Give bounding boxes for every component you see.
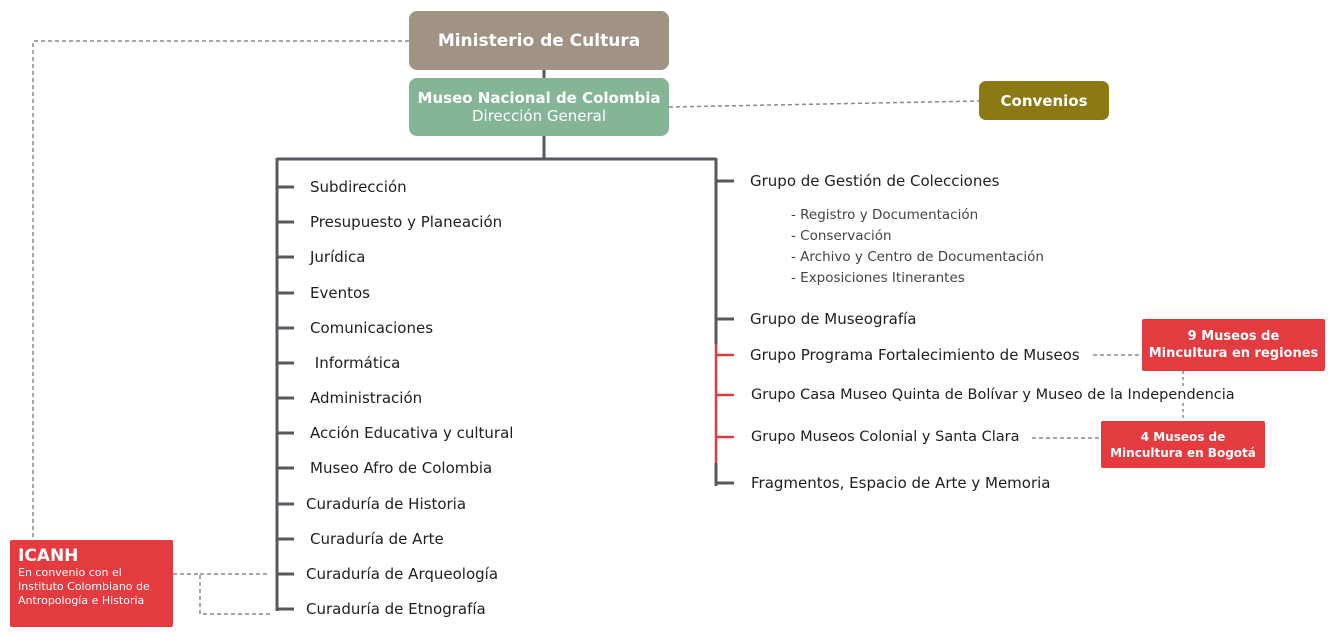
node-museo-afro: Museo Afro de Colombia <box>310 459 493 477</box>
node-presupuesto: Presupuesto y Planeación <box>310 213 503 231</box>
museos-bogota-box: 4 Museos de Mincultura en Bogotá <box>1101 421 1265 468</box>
sub-exposiciones: - Exposiciones Itinerantes <box>791 270 965 286</box>
node-subdireccion: Subdirección <box>310 178 407 196</box>
node-fortalecimiento: Grupo Programa Fortalecimiento de Museos <box>750 346 1080 364</box>
museos-regiones-line2: Mincultura en regiones <box>1148 346 1319 361</box>
museos-bogota-line1: 4 Museos de <box>1140 429 1226 444</box>
node-informatica: Informática <box>310 354 401 372</box>
node-fragmentos: Fragmentos, Espacio de Arte y Memoria <box>751 474 1051 492</box>
node-gestion-colecciones: Grupo de Gestión de Colecciones <box>750 172 1000 190</box>
convenios-box: Convenios <box>979 81 1109 120</box>
dashed-museo-convenios <box>668 100 980 108</box>
dashed-ministerio-icanh <box>32 40 409 540</box>
museos-regiones-box: 9 Museos de Mincultura en regiones <box>1142 319 1325 371</box>
node-administracion: Administración <box>310 389 423 407</box>
icanh-text: En convenio con el Instituto Colombiano … <box>18 566 150 607</box>
node-juridica: Jurídica <box>310 248 366 266</box>
node-curaduria-etnografia: Curaduría de Etnografía <box>306 600 486 618</box>
sub-archivo: - Archivo y Centro de Documentación <box>791 249 1044 265</box>
icanh-box: ICANH En convenio con el Instituto Colom… <box>10 540 173 627</box>
node-casa-museo: Grupo Casa Museo Quinta de Bolívar y Mus… <box>751 387 1235 403</box>
ministerio-box: Ministerio de Cultura <box>409 11 669 70</box>
sub-registro: - Registro y Documentación <box>791 207 979 223</box>
museos-bogota-line2: Mincultura en Bogotá <box>1110 445 1256 460</box>
node-eventos: Eventos <box>310 284 370 302</box>
node-curaduria-arte: Curaduría de Arte <box>310 530 444 548</box>
museo-subtitle: Dirección General <box>471 107 606 125</box>
sub-conservacion: - Conservación <box>791 228 892 244</box>
node-museografia: Grupo de Museografía <box>750 310 917 328</box>
convenios-label: Convenios <box>1000 91 1088 110</box>
node-colonial: Grupo Museos Colonial y Santa Clara <box>751 429 1020 445</box>
icanh-title: ICANH <box>18 546 79 566</box>
museos-regiones-line1: 9 Museos de <box>1187 329 1280 344</box>
node-curaduria-historia: Curaduría de Historia <box>306 495 467 513</box>
museo-title: Museo Nacional de Colombia <box>417 89 661 107</box>
museo-nacional-box: Museo Nacional de Colombia Dirección Gen… <box>409 78 669 136</box>
node-curaduria-arqueologia: Curaduría de Arqueología <box>306 565 499 583</box>
ministerio-label: Ministerio de Cultura <box>437 30 641 51</box>
node-comunicaciones: Comunicaciones <box>310 319 434 337</box>
dashed-icanh-arqueologia <box>173 573 270 615</box>
node-accion-educativa: Acción Educativa y cultural <box>310 424 514 442</box>
